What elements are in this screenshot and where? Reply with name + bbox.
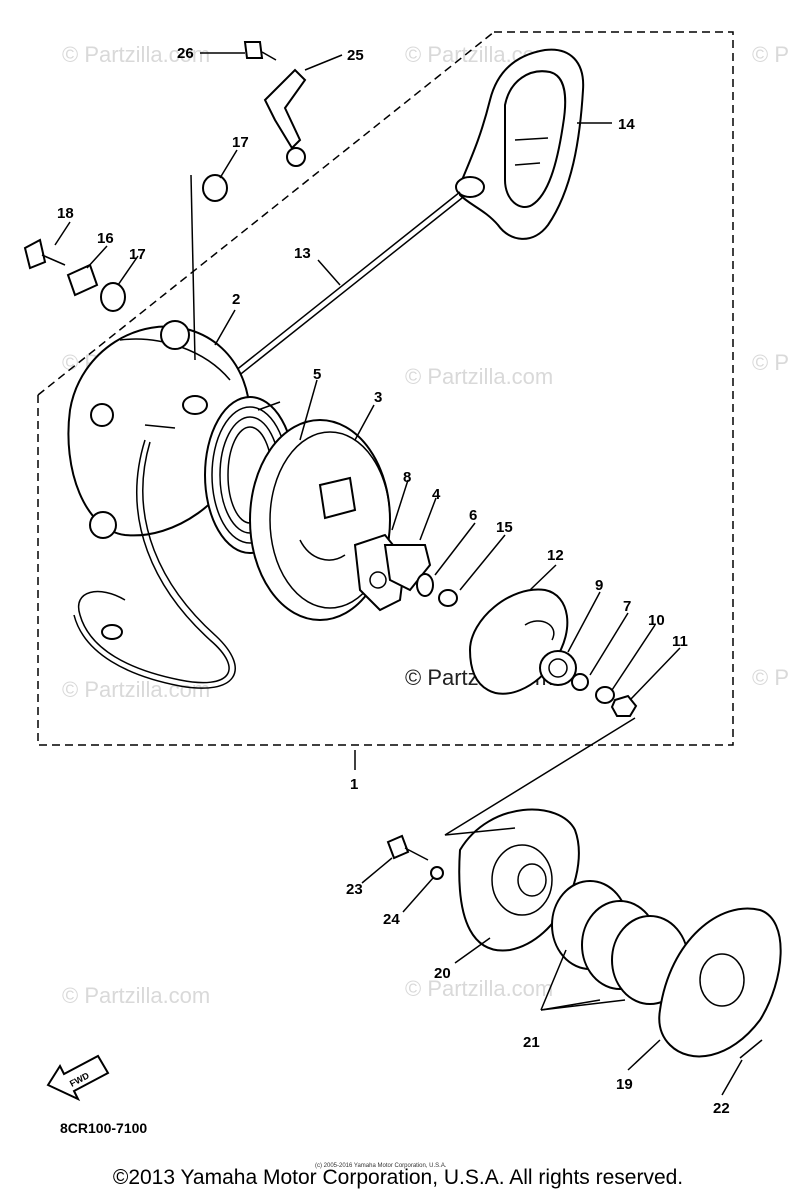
callout-18: 18 — [57, 205, 74, 222]
callout-19: 19 — [616, 1076, 633, 1093]
callout-15: 15 — [496, 519, 513, 536]
callout-13: 13 — [294, 245, 311, 262]
cable-end — [101, 624, 123, 640]
bolt-18-head — [23, 238, 47, 270]
assembly-boundary-diagonal — [37, 31, 495, 396]
screw-22 — [739, 1039, 763, 1059]
starter-rope — [231, 197, 463, 382]
bolt-26-head — [243, 41, 264, 59]
washer-10 — [595, 686, 615, 704]
bracket-25-eye — [286, 147, 306, 167]
callout-25: 25 — [347, 47, 364, 64]
callout-17: 17 — [129, 246, 146, 263]
diagram-code: 8CR100-7100 — [60, 1120, 147, 1136]
callout-8: 8 — [403, 469, 411, 486]
callout-12: 12 — [547, 547, 564, 564]
washer-24 — [430, 866, 444, 880]
callout-11: 11 — [672, 633, 688, 650]
plates-21 — [551, 880, 689, 1005]
callout-9: 9 — [595, 577, 603, 594]
callout-2: 2 — [232, 291, 240, 308]
cover-19 — [658, 907, 782, 1058]
callout-14: 14 — [618, 116, 635, 133]
collar-17 — [100, 282, 126, 312]
collar-16 — [66, 263, 99, 297]
callout-26: 26 — [177, 45, 194, 62]
callout-10: 10 — [648, 612, 665, 629]
bushing — [539, 650, 577, 686]
tiny-notice: (c) 2005-2016 Yamaha Motor Corporation, … — [315, 1163, 447, 1169]
watermark: © P — [752, 665, 789, 690]
watermark: © Partzilla.com — [405, 976, 553, 1001]
callout-3: 3 — [374, 389, 382, 406]
watermark: © Partzilla.com — [405, 364, 553, 389]
copyright-footer: ©2013 Yamaha Motor Corporation, U.S.A. A… — [112, 1166, 684, 1189]
callout-1: 1 — [350, 776, 358, 793]
bolt-18-shank — [41, 254, 66, 266]
bolt-23-head — [386, 834, 410, 860]
fwd-arrow-icon: FWD — [46, 1054, 110, 1102]
assembly-boundary — [37, 31, 734, 746]
bolt-23-shank — [404, 847, 429, 861]
callout-23: 23 — [346, 881, 363, 898]
bolt-26-shank — [261, 51, 277, 61]
starter-rope — [229, 191, 461, 376]
callout-5: 5 — [313, 366, 321, 383]
callout-24: 24 — [383, 911, 400, 928]
cable — [73, 441, 236, 689]
callout-16: 16 — [97, 230, 114, 247]
watermark: © P — [752, 42, 789, 67]
starter-handle — [455, 48, 585, 240]
nut — [610, 694, 638, 717]
watermark: © Partzilla.com — [62, 42, 210, 67]
callout-17: 17 — [232, 134, 249, 151]
small-spring — [416, 573, 434, 597]
callout-6: 6 — [469, 507, 477, 524]
callout-4: 4 — [432, 486, 441, 503]
watermark: © Partzilla.com — [62, 983, 210, 1008]
callout-20: 20 — [434, 965, 451, 982]
callout-22: 22 — [713, 1100, 730, 1117]
ratchet-pawl — [353, 533, 432, 612]
watermark: © P — [752, 350, 789, 375]
collar-17-top — [202, 174, 228, 202]
washer — [438, 589, 458, 607]
cable — [77, 439, 230, 684]
callout-7: 7 — [623, 598, 631, 615]
leader-lines — [54, 52, 743, 1096]
bracket-25 — [263, 68, 307, 150]
callout-21: 21 — [523, 1034, 540, 1051]
circlip — [571, 673, 589, 691]
starter-pulley — [249, 419, 391, 621]
